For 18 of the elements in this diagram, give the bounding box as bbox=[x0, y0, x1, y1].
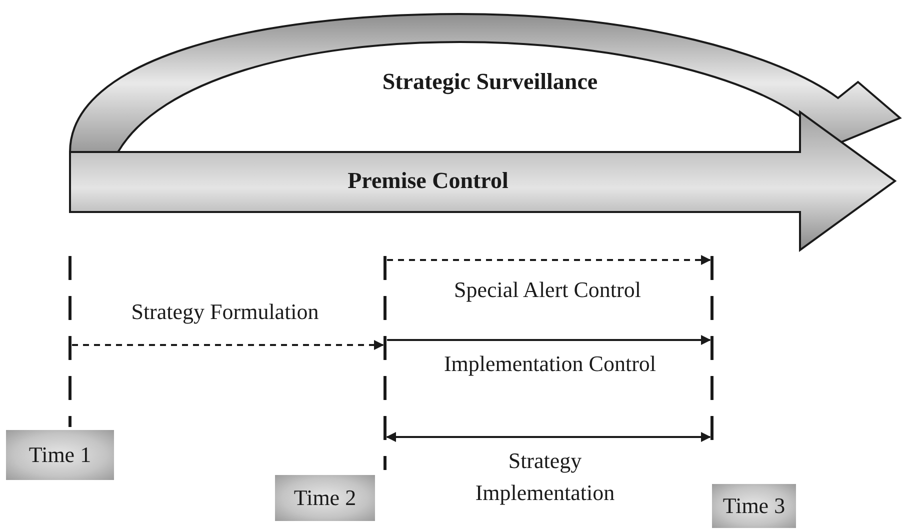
arrow bbox=[387, 335, 711, 345]
arrow bbox=[387, 255, 711, 265]
time-label: Time 2 bbox=[294, 485, 356, 511]
time-label: Time 1 bbox=[28, 442, 92, 468]
time-marker bbox=[712, 484, 796, 528]
dashed-time-line bbox=[68, 256, 72, 427]
time-label: Time 3 bbox=[722, 493, 786, 519]
arrow bbox=[72, 340, 384, 350]
dashed-time-line bbox=[383, 256, 387, 470]
arrow-label: Premise Control bbox=[346, 167, 510, 195]
double-arrow bbox=[386, 432, 711, 442]
time-marker bbox=[275, 475, 375, 521]
edge-label: Strategy Formulation bbox=[130, 298, 320, 326]
edge-label: Strategy Implementation bbox=[474, 447, 616, 507]
time-marker bbox=[6, 430, 114, 480]
arrow-label: Strategic Surveillance bbox=[381, 68, 599, 96]
edge-label: Special Alert Control bbox=[453, 276, 642, 304]
edge-label: Implementation Control bbox=[442, 350, 658, 378]
